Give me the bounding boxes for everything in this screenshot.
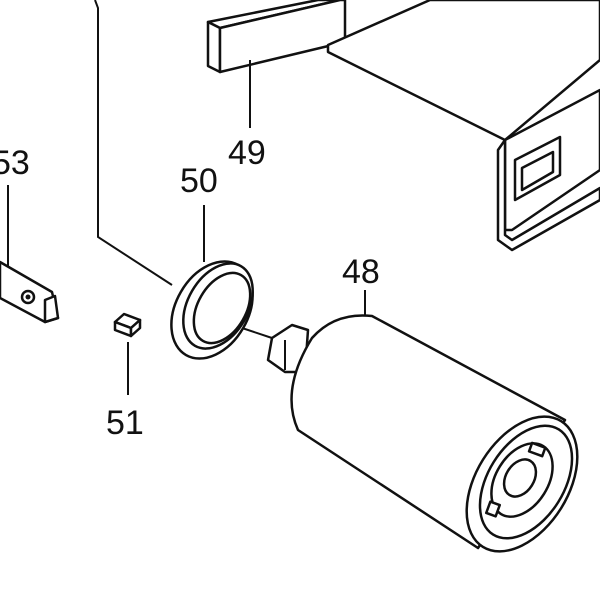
part-48-cylinder[interactable] <box>266 314 600 571</box>
part-49-bracket[interactable] <box>206 0 347 74</box>
label-51: 51 <box>106 404 144 442</box>
part-50-ring[interactable] <box>155 247 269 373</box>
label-53: 53 <box>0 144 30 182</box>
part-53-plate[interactable] <box>0 260 60 324</box>
part-51-block[interactable] <box>113 312 142 338</box>
label-50: 50 <box>180 162 218 200</box>
label-49: 49 <box>228 134 266 172</box>
leader-line-top <box>94 0 173 286</box>
label-48: 48 <box>342 253 380 291</box>
part-housing-plate[interactable] <box>326 0 600 252</box>
